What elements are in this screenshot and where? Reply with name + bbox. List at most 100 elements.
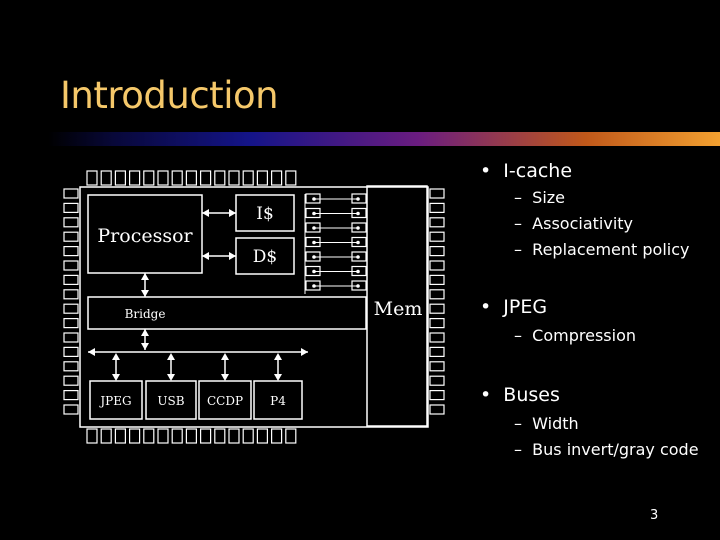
chip-pin: [285, 428, 297, 444]
sub-width-text: Width: [532, 414, 579, 433]
chip-pin: [143, 428, 155, 444]
ccdp-box: [198, 380, 252, 420]
p4-label: P4: [270, 394, 286, 408]
bus-dot: [356, 197, 360, 201]
bus-dot: [312, 240, 316, 245]
chip-pin: [157, 428, 169, 444]
bridge-box: [87, 296, 367, 330]
chip-pin: [63, 303, 79, 314]
bus-dot: [356, 255, 360, 259]
chip-pin: [200, 428, 212, 444]
chip-pin: [429, 361, 445, 372]
bridge-arrowhead: [141, 329, 149, 336]
chip-pin: [114, 428, 127, 444]
chip-pin: [214, 428, 226, 444]
chip-pin: [285, 170, 297, 186]
chip-pin: [242, 170, 254, 186]
jpeg-label: JPEG: [98, 394, 131, 408]
bus-arrowhead: [141, 343, 149, 350]
icache-arrowhead: [229, 209, 236, 217]
bottom-pins: [86, 428, 297, 444]
cache-mem-bus: [304, 193, 368, 294]
bridge-label: Bridge: [125, 307, 166, 321]
icache-label: I$: [256, 204, 274, 224]
chip-pin: [114, 170, 127, 186]
sub-compression-text: Compression: [532, 326, 636, 345]
bus-arrowhead-up: [221, 353, 229, 360]
chip-pin: [429, 332, 445, 343]
bridge-arrowhead: [141, 290, 149, 297]
bullet-buses: • Buses: [480, 384, 560, 406]
bus-arrowhead-up: [167, 353, 175, 360]
chip-pin: [63, 274, 79, 285]
chip-pin: [63, 332, 79, 343]
chip-pin: [157, 170, 169, 186]
top-pins: [86, 170, 297, 186]
chip-pin: [63, 289, 79, 300]
bus-dot: [356, 240, 360, 245]
bullet-jpeg-text: JPEG: [503, 296, 548, 318]
bus-arrowhead-down: [221, 374, 229, 381]
chip-pin: [429, 231, 445, 242]
page-number: 3: [650, 508, 659, 523]
bus-arrows: [88, 209, 308, 381]
chip-pin: [185, 170, 197, 186]
bus-arrowhead-down: [167, 374, 175, 381]
slide-title: Introduction: [60, 74, 279, 117]
chip-pin: [256, 170, 268, 186]
bus-dot: [312, 284, 316, 288]
chip-pin: [271, 170, 283, 186]
sub-bus-invert: – Bus invert/gray code: [514, 440, 699, 459]
bus-arrowhead-up: [112, 353, 120, 360]
sub-compression: – Compression: [514, 326, 636, 345]
chip-pin: [63, 361, 79, 372]
processor-label: Processor: [97, 225, 193, 247]
bus-dot: [312, 226, 316, 230]
bus-dot: [356, 211, 360, 216]
bullet-jpeg: • JPEG: [480, 296, 548, 318]
chip-pin: [171, 170, 183, 186]
chip-pin: [63, 246, 79, 257]
proc-arrowhead: [141, 273, 149, 280]
sub-bus-invert-text: Bus invert/gray code: [532, 440, 699, 459]
chip-pin: [429, 188, 445, 199]
bus-arrowhead-up: [274, 353, 282, 360]
bus-dot: [356, 226, 360, 230]
chip-pin: [63, 404, 79, 415]
bus-dot: [356, 269, 360, 274]
bus-dot: [356, 284, 360, 288]
dcache-arrowhead: [202, 252, 209, 260]
chip-pin: [429, 274, 445, 285]
chip-pin: [228, 428, 240, 444]
chip-outline: [79, 186, 429, 428]
chip-pin: [63, 318, 79, 329]
mem-box: [366, 185, 428, 427]
bus-dot: [312, 269, 316, 274]
bullet-buses-text: Buses: [503, 384, 560, 406]
sub-width: – Width: [514, 414, 579, 433]
chip-pin: [228, 170, 240, 186]
sub-replacement-policy-text: Replacement policy: [532, 240, 690, 259]
bullet-icache-text: I-cache: [503, 160, 573, 182]
chip-pin: [63, 231, 79, 242]
jpeg-box: [89, 380, 143, 420]
chip-pin: [100, 428, 112, 444]
dcache-arrowhead: [229, 252, 236, 260]
bus-dot: [312, 197, 316, 201]
bus-end-arrow: [301, 348, 308, 356]
chip-pin: [256, 428, 268, 444]
sub-associativity-text: Associativity: [532, 214, 633, 233]
chip-pin: [86, 428, 98, 444]
usb-label: USB: [157, 394, 184, 408]
chip-pin: [429, 303, 445, 314]
chip-pin: [100, 170, 112, 186]
sub-replacement-policy: – Replacement policy: [514, 240, 690, 259]
sub-size: – Size: [514, 188, 566, 207]
sub-associativity: – Associativity: [514, 214, 633, 233]
icache-arrowhead: [202, 209, 209, 217]
usb-box: [145, 380, 197, 420]
bus-arrowhead-down: [274, 374, 282, 381]
chip-pin: [429, 404, 445, 415]
bullet-icache: • I-cache: [480, 160, 573, 182]
chip-pin: [129, 170, 141, 186]
